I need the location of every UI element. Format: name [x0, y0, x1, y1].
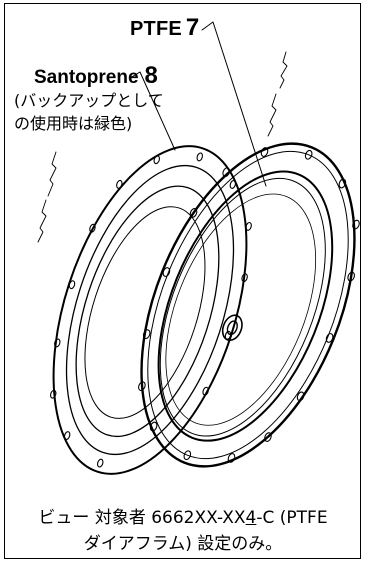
- figure-frame: [4, 3, 361, 559]
- caption-line-1-suffix: -C (PTFE: [256, 508, 328, 528]
- caption-line-1: ビュー 対象者 6662XX-XX4-C (PTFE: [5, 505, 361, 531]
- figure-caption: ビュー 対象者 6662XX-XX4-C (PTFE ダイアフラム) 設定のみ。: [5, 505, 361, 557]
- ptfe-leader-line: [201, 21, 267, 187]
- centerline-break-left: [37, 151, 57, 243]
- santoprene-backup-diaphragm: [50, 145, 252, 475]
- center-stud: [221, 314, 243, 342]
- ptfe-diaphragm: [138, 142, 360, 468]
- centerline-break-upper-right: [267, 51, 288, 137]
- santoprene-label: Santoprene: [34, 67, 139, 88]
- santoprene-bolt-holes: [50, 152, 252, 468]
- santoprene-part-number: 8: [144, 62, 158, 89]
- ptfe-label: PTFE: [130, 18, 182, 40]
- ptfe-part-number: 7: [185, 14, 200, 41]
- caption-line-2: ダイアフラム) 設定のみ。: [83, 534, 283, 554]
- caption-line-1-prefix: ビュー 対象者 6662XX-XX: [38, 508, 246, 528]
- caption-line-1-underlined: 4: [245, 508, 257, 528]
- santoprene-leader-line: [129, 71, 176, 151]
- santoprene-note: (バックアップとしての使用時は緑色): [14, 91, 164, 133]
- ptfe-bolt-holes: [138, 147, 360, 463]
